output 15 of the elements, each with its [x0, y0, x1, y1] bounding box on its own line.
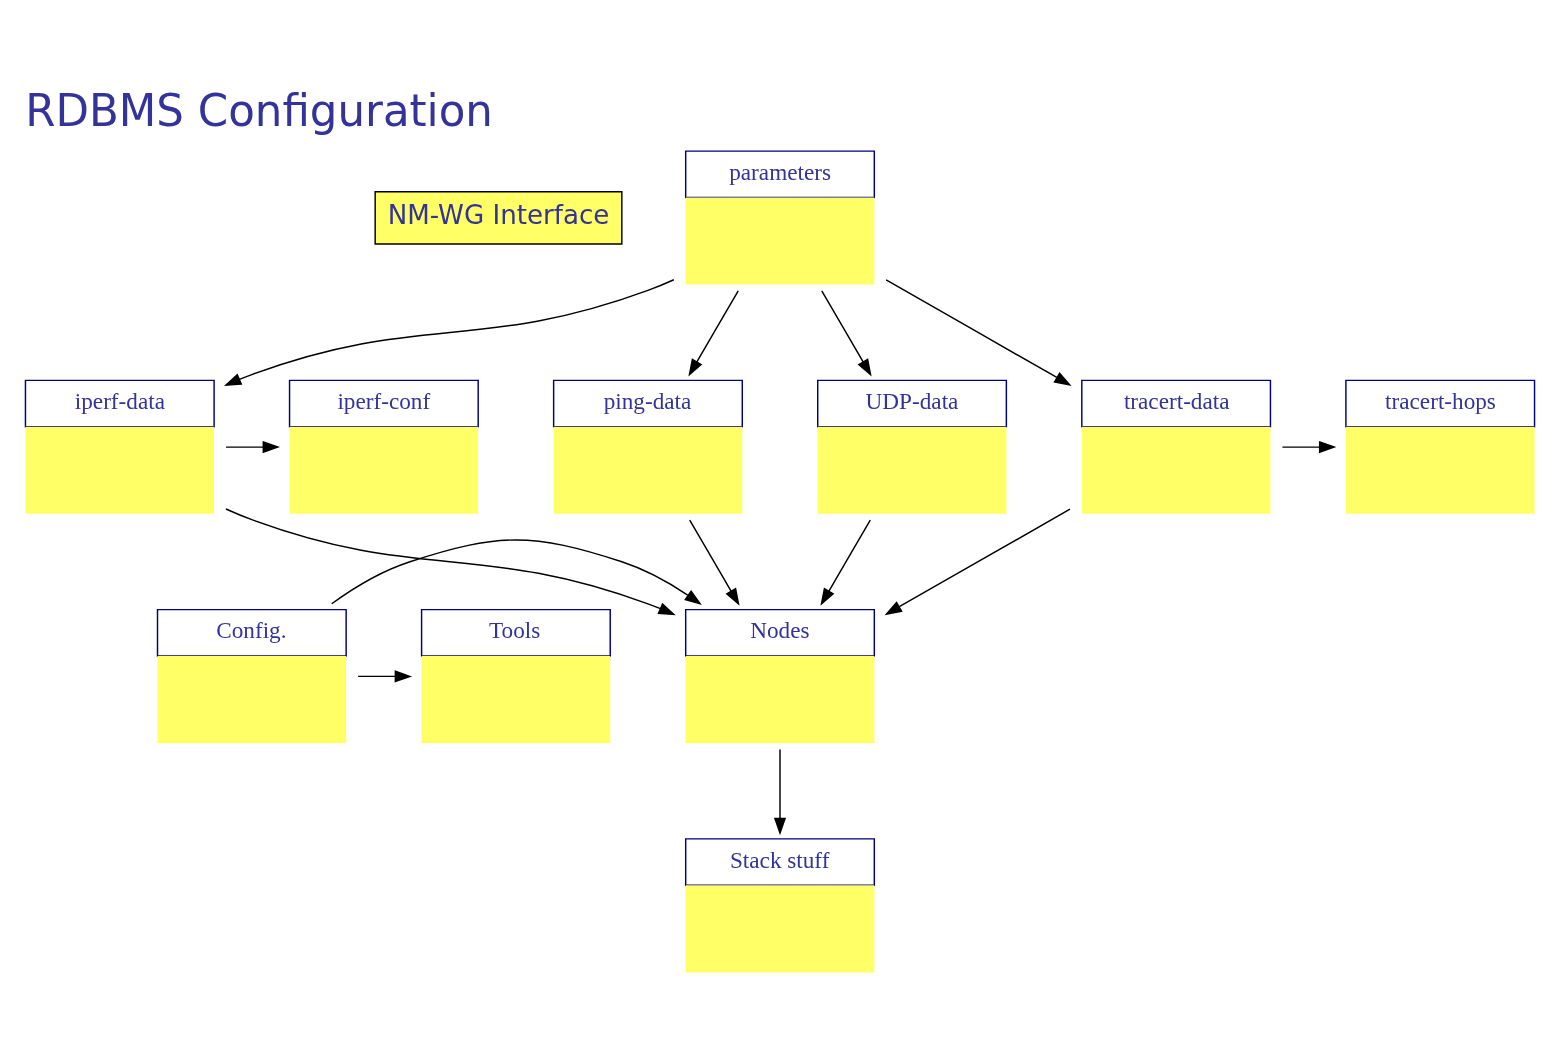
arrow — [331, 539, 702, 606]
arrow — [225, 508, 676, 616]
arrow — [357, 670, 413, 683]
arrow — [688, 290, 739, 377]
arrow — [1281, 441, 1337, 454]
arrow — [884, 508, 1071, 616]
arrow — [689, 519, 740, 606]
arrow — [223, 279, 675, 387]
arrow — [821, 290, 872, 377]
arrow — [225, 441, 280, 454]
diagram-title: RDBMS Configuration — [25, 86, 493, 137]
node-box: NM-WG Interface — [374, 191, 623, 245]
arrow — [885, 279, 1072, 386]
arrow — [820, 519, 871, 606]
arrow — [773, 748, 787, 836]
